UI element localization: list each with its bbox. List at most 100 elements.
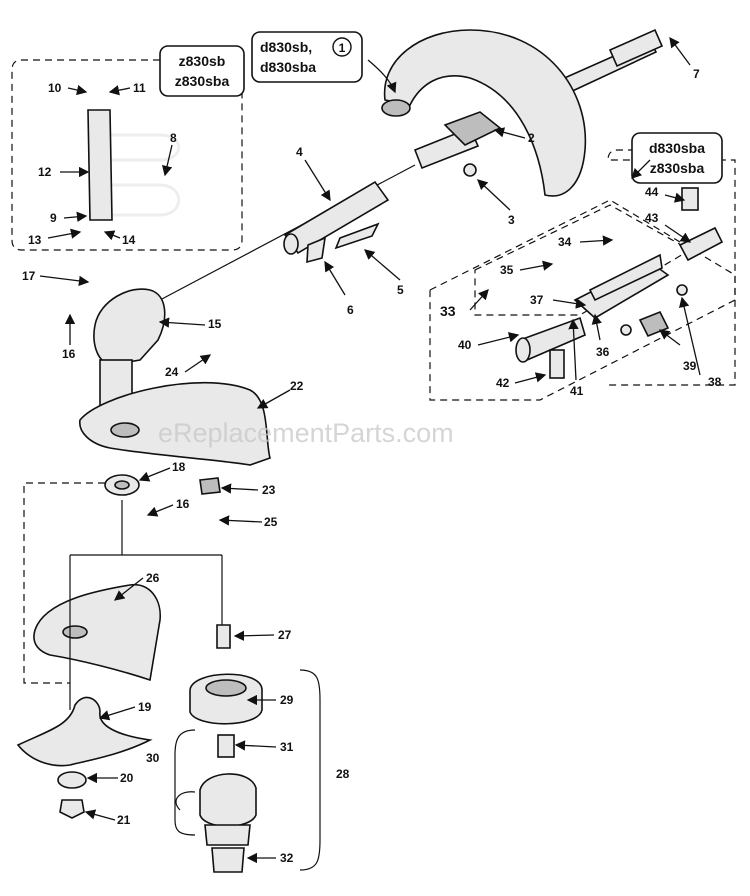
part-num-9: 9 xyxy=(50,211,57,225)
part-num-41: 41 xyxy=(570,384,584,398)
arrow-39 xyxy=(658,329,681,346)
part-num-8: 8 xyxy=(170,131,177,145)
d-right-line1: d830sba xyxy=(649,140,705,156)
part-num-24: 24 xyxy=(165,365,179,379)
part-num-6: 6 xyxy=(347,303,354,317)
arrow-22 xyxy=(256,389,291,409)
part-num-19: 19 xyxy=(138,700,152,714)
d-top-line1: d830sb, xyxy=(260,39,312,55)
arrow-44 xyxy=(664,192,686,203)
part-num-13: 13 xyxy=(28,233,42,247)
callout-d-top xyxy=(367,59,397,94)
part-num-34: 34 xyxy=(558,235,572,249)
arrow-8 xyxy=(162,144,173,177)
part-num-7: 7 xyxy=(693,67,700,81)
part-num-31: 31 xyxy=(280,740,294,754)
arrow-35 xyxy=(519,260,554,271)
arrow-4 xyxy=(304,159,331,202)
arrow-24 xyxy=(184,354,212,373)
d-top-line2: d830sba xyxy=(260,59,316,75)
part-num-43: 43 xyxy=(645,211,659,225)
z-label-line1: z830sb xyxy=(179,53,226,69)
upper-shaft xyxy=(413,28,664,170)
part-num-18: 18 xyxy=(172,460,186,474)
d830-right-model-label: d830sba z830sba xyxy=(631,132,723,184)
part-num-28: 28 xyxy=(336,767,350,781)
arrow-31 xyxy=(234,740,277,751)
part-num-30: 30 xyxy=(146,751,160,765)
arrow-38 xyxy=(679,296,701,376)
part-num-3: 3 xyxy=(508,213,515,227)
arrow-10 xyxy=(67,84,88,96)
bracket-30 xyxy=(174,729,196,836)
arrow-19 xyxy=(98,706,136,721)
j-handle xyxy=(381,29,587,197)
right-assembly xyxy=(515,187,724,379)
part-num-16b: 16 xyxy=(176,497,190,511)
part-num-35: 35 xyxy=(500,263,514,277)
z830-group-box xyxy=(11,59,243,251)
part-num-14: 14 xyxy=(122,233,136,247)
trimmer-head xyxy=(175,624,263,873)
part-num-11: 11 xyxy=(133,81,146,95)
arrow-9 xyxy=(63,211,88,223)
part-num-23: 23 xyxy=(262,483,276,497)
part-num-36: 36 xyxy=(596,345,610,359)
d830-top-model-label: d830sb, 1 d830sba xyxy=(251,31,363,83)
arrow-5 xyxy=(364,249,401,281)
arrow-16b xyxy=(146,504,174,517)
part-num-4: 4 xyxy=(296,145,303,159)
part-num-22: 22 xyxy=(290,379,304,393)
part-num-20: 20 xyxy=(120,771,134,785)
arrow-42 xyxy=(514,372,547,384)
arrow-18 xyxy=(138,467,171,482)
part-num-27: 27 xyxy=(278,628,292,642)
part-num-37: 37 xyxy=(530,293,544,307)
arrow-36 xyxy=(591,313,602,341)
small-parts-18-23 xyxy=(104,474,221,496)
z-label-line2: z830sba xyxy=(175,73,230,89)
d-top-circle-num: 1 xyxy=(339,41,346,55)
arrow-37 xyxy=(552,298,587,309)
arrow-21 xyxy=(84,809,116,821)
arrow-25 xyxy=(218,515,263,526)
lower-shaft-tube xyxy=(283,180,390,264)
watermark-text: eReplacementParts.com xyxy=(158,418,454,448)
d-right-line2: z830sba xyxy=(650,160,705,176)
part-num-15: 15 xyxy=(208,317,222,331)
arrow-40 xyxy=(477,332,520,346)
part-num-33: 33 xyxy=(440,303,456,319)
part-num-21: 21 xyxy=(117,813,131,827)
part-num-17: 17 xyxy=(22,269,36,283)
part-num-32: 32 xyxy=(280,851,294,865)
arrow-33 xyxy=(469,289,489,311)
part-num-42: 42 xyxy=(496,376,510,390)
washer-20 xyxy=(57,771,87,789)
callout-d-right xyxy=(631,159,651,179)
part-num-10: 10 xyxy=(48,81,62,95)
arrow-3 xyxy=(477,179,511,211)
bail-handle xyxy=(87,109,181,221)
shield-26 xyxy=(33,584,161,682)
d830-right-group-box xyxy=(607,149,736,386)
d830-right-outer-box xyxy=(429,199,736,401)
part-num-40: 40 xyxy=(458,338,472,352)
arrow-14 xyxy=(103,230,121,241)
arrow-23 xyxy=(220,483,259,494)
nut-21 xyxy=(59,799,85,819)
arrow-6 xyxy=(324,260,346,296)
part-num-39: 39 xyxy=(683,359,697,373)
arrow-15 xyxy=(158,317,206,328)
arrow-2 xyxy=(493,127,526,139)
arrow-27 xyxy=(233,630,275,641)
bracket-28 xyxy=(299,669,321,871)
part-num-2: 2 xyxy=(528,131,535,145)
arrow-34 xyxy=(579,235,614,246)
part-num-16a: 16 xyxy=(62,347,76,361)
part-num-12: 12 xyxy=(38,165,52,179)
part-num-29: 29 xyxy=(280,693,294,707)
blade-19 xyxy=(16,696,153,767)
arrow-13 xyxy=(47,228,82,239)
part-num-5: 5 xyxy=(397,283,404,297)
